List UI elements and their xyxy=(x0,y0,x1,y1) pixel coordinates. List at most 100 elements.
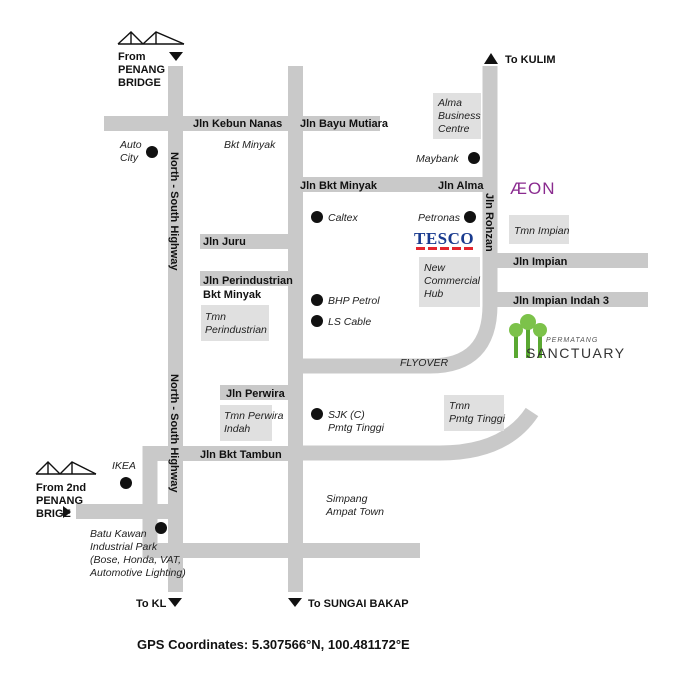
entrance-kulim: To KULIM xyxy=(484,53,556,66)
place-label: Business xyxy=(438,110,481,122)
place-label: LS Cable xyxy=(328,316,371,328)
place-batu-kawan-industrial-park: Batu Kawan Industrial Park (Bose, Honda,… xyxy=(89,522,186,579)
jln-bkt-minyak-label: Jln Bkt Minyak xyxy=(300,180,378,192)
place-label: Hub xyxy=(424,288,443,300)
location-dot-icon xyxy=(464,211,476,223)
jln-bkt-tambun-label: Jln Bkt Tambun xyxy=(200,449,282,461)
jln-juru-label: Jln Juru xyxy=(203,236,246,248)
place-label: New xyxy=(424,262,446,274)
road-jln-perindustrian xyxy=(200,271,303,286)
arrow-down-icon xyxy=(169,52,183,61)
place-label: Commercial xyxy=(424,275,481,287)
location-dot-icon xyxy=(468,152,480,164)
place-label: Batu Kawan xyxy=(90,528,147,540)
place-caltex: Caltex xyxy=(311,211,359,224)
highway-label-north: North - South Highway xyxy=(168,152,180,271)
jln-impian-indah-3-label: Jln Impian Indah 3 xyxy=(513,295,609,307)
bkt-minyak-road-label: Bkt Minyak xyxy=(203,289,262,301)
place-label: Petronas xyxy=(418,212,461,224)
highway-label-south: North - South Highway xyxy=(168,374,180,493)
arrow-down-icon xyxy=(168,598,182,607)
road-lower-link xyxy=(150,543,420,558)
bridge-label: BRIDGE xyxy=(118,77,161,89)
place-label: Auto xyxy=(119,139,142,151)
from-label: From xyxy=(118,51,146,63)
tesco-wordmark: TESCO xyxy=(414,229,474,248)
place-label: City xyxy=(120,152,139,164)
gps-coordinates: GPS Coordinates: 5.307566°N, 100.481172°… xyxy=(137,637,410,652)
jln-bayu-mutiara-label: Jln Bayu Mutiara xyxy=(300,118,389,130)
brige-label: BRIGE xyxy=(36,508,71,520)
road-jln-perwira xyxy=(220,385,303,400)
place-ikea: IKEA xyxy=(112,460,136,489)
place-label: Tmn Impian xyxy=(514,225,570,237)
jln-rohzan-label: Jln Rohzan xyxy=(483,193,495,252)
place-label: Caltex xyxy=(328,212,359,224)
place-label: Tmn Perwira xyxy=(224,410,284,422)
road-network xyxy=(76,66,648,592)
place-tmn-pmtg-tinggi: Tmn Pmtg Tinggi xyxy=(444,395,506,431)
road-jln-juru xyxy=(200,234,303,249)
location-dot-icon xyxy=(155,522,167,534)
location-dot-icon xyxy=(311,315,323,327)
tesco-stripes-icon xyxy=(416,247,473,250)
road-jln-bkt-minyak xyxy=(288,177,490,192)
jln-alma-label: Jln Alma xyxy=(438,180,484,192)
from-2nd-label: From 2nd xyxy=(36,482,86,494)
place-bhp-petrol: BHP Petrol xyxy=(311,294,380,307)
road-jln-impian-indah-3 xyxy=(490,292,648,307)
place-auto-city: Auto City xyxy=(119,139,158,164)
place-tmn-perwira-indah: Tmn Perwira Indah xyxy=(220,405,284,441)
entrance-penang-bridge: From PENANG BRIDGE xyxy=(117,31,185,89)
jln-perindustrian-label: Jln Perindustrian xyxy=(203,275,293,287)
place-label: BHP Petrol xyxy=(328,295,380,307)
jln-impian-label: Jln Impian xyxy=(513,256,568,268)
place-label: Maybank xyxy=(416,153,459,165)
place-label: Ampat Town xyxy=(325,506,384,518)
place-label: Tmn xyxy=(205,311,226,323)
place-petronas: Petronas xyxy=(418,211,476,224)
entrance-sungai-bakap: To SUNGAI BAKAP xyxy=(288,598,409,610)
to-sungai-bakap-label: To SUNGAI BAKAP xyxy=(308,598,409,610)
place-label: Industrial Park xyxy=(90,541,158,553)
place-label: Automotive Lighting) xyxy=(89,567,186,579)
place-label: Simpang xyxy=(326,493,368,505)
place-label: SJK (C) xyxy=(328,409,365,421)
place-label: Pmtg Tinggi xyxy=(328,422,385,434)
arrow-up-icon xyxy=(484,53,498,64)
place-label: Tmn xyxy=(449,400,470,412)
place-tmn-perindustrian: Tmn Perindustrian xyxy=(201,305,269,341)
aeon-logo: ÆON xyxy=(510,179,556,198)
road-2nd-bridge-link xyxy=(76,504,183,519)
place-new-commercial-hub: New Commercial Hub xyxy=(419,257,481,307)
road-bkt-tambun-curve xyxy=(296,407,539,461)
places: Auto City Bkt Minyak Alma Business Centr… xyxy=(89,93,626,579)
arrow-right-icon xyxy=(63,506,71,518)
place-tmn-impian: Tmn Impian xyxy=(509,215,570,244)
place-label: IKEA xyxy=(112,460,136,472)
place-label: Centre xyxy=(438,123,470,135)
place-label: Alma xyxy=(437,97,462,109)
place-label: Perindustrian xyxy=(205,324,267,336)
bkt-minyak-area-label: Bkt Minyak xyxy=(224,139,276,151)
place-alma-business-centre: Alma Business Centre xyxy=(433,93,481,139)
bridge-icon xyxy=(35,461,97,475)
penang-label: PENANG xyxy=(36,495,83,507)
location-dot-icon xyxy=(311,294,323,306)
place-maybank: Maybank xyxy=(416,152,480,165)
place-sjk-pmtg-tinggi: SJK (C) Pmtg Tinggi xyxy=(311,408,385,434)
location-dot-icon xyxy=(311,408,323,420)
entrance-penang-bridge-2: From 2nd PENANG BRIGE xyxy=(35,461,97,520)
sanctuary-big-label: SANCTUARY xyxy=(526,345,626,361)
place-label: Indah xyxy=(224,423,250,435)
permatang-sanctuary-logo: PERMATANG SANCTUARY xyxy=(509,314,626,361)
location-dot-icon xyxy=(311,211,323,223)
place-label: Pmtg Tinggi xyxy=(449,413,506,425)
road-jln-rohzan-flyover xyxy=(296,66,498,374)
place-label: (Bose, Honda, VAT, xyxy=(90,554,181,566)
penang-label: PENANG xyxy=(118,64,165,76)
road-jln-impian xyxy=(490,253,648,268)
road-jln-bkt-tambun xyxy=(150,446,303,461)
jln-perwira-label: Jln Perwira xyxy=(226,388,286,400)
